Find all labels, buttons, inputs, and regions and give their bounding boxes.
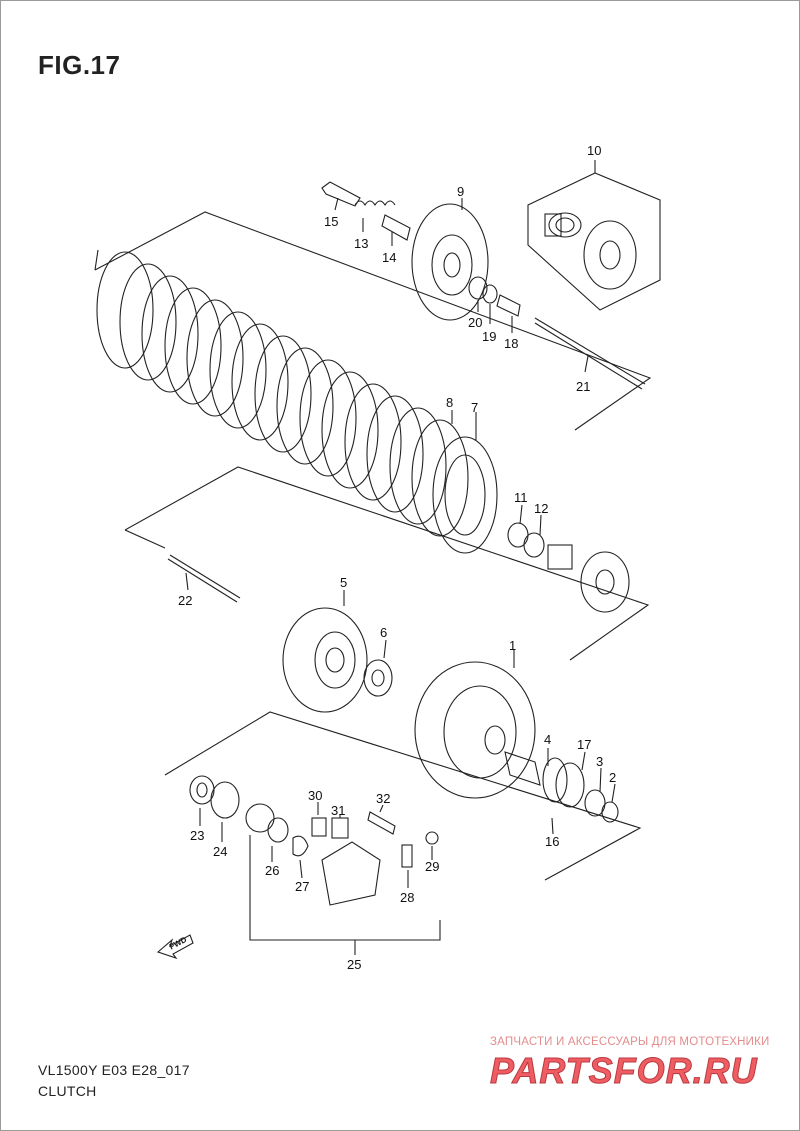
watermark-brand: PARTSFOR.RU: [490, 1050, 758, 1092]
callout: 20: [468, 315, 482, 330]
callout: 19: [482, 329, 496, 344]
pressure-plate: [411, 203, 489, 321]
callout: 18: [504, 336, 518, 351]
callout: 22: [178, 593, 192, 608]
callout: 13: [354, 236, 368, 251]
figure-title: FIG.17: [38, 50, 121, 80]
fwd-arrow-icon: [156, 934, 194, 960]
clutch-plate-stack: [96, 251, 498, 554]
callout: 16: [545, 834, 559, 849]
callout: 24: [213, 844, 227, 859]
callout-labels: 10 9 15 13 14 20 19 18 21 8 7 11 12 22 5…: [178, 143, 616, 972]
callout: 1: [509, 638, 516, 653]
callout: 15: [324, 214, 338, 229]
callout: 27: [295, 879, 309, 894]
callout: 10: [587, 143, 601, 158]
assembly-outline-lower: [164, 711, 642, 881]
callout: 12: [534, 501, 548, 516]
bracket-25: [249, 835, 441, 941]
callout: 29: [425, 859, 439, 874]
callout: 26: [265, 863, 279, 878]
callout: 4: [544, 732, 551, 747]
clutch-housing: [414, 661, 536, 799]
callout: 9: [457, 184, 464, 199]
model-code: VL1500Y E03 E28_017: [38, 1062, 190, 1078]
part-10-box: [527, 172, 661, 311]
callout: 3: [596, 754, 603, 769]
assembly-outline-upper: [94, 211, 652, 431]
callout: 14: [382, 250, 396, 265]
callout: 8: [446, 395, 453, 410]
callout: 31: [331, 803, 345, 818]
callout: 11: [514, 490, 528, 505]
callout: 21: [576, 379, 590, 394]
callout: 7: [471, 400, 478, 415]
callout: 25: [347, 957, 361, 972]
callout: 32: [376, 791, 390, 806]
callout: 2: [609, 770, 616, 785]
callout: 28: [400, 890, 414, 905]
callout: 23: [190, 828, 204, 843]
driven-gear: [282, 607, 368, 713]
section-name: CLUTCH: [38, 1083, 97, 1099]
callout: 5: [340, 575, 347, 590]
callout: 30: [308, 788, 322, 803]
callout: 17: [577, 737, 591, 752]
watermark-tagline: ЗАПЧАСТИ И АКСЕССУАРЫ ДЛЯ МОТОТЕХНИКИ: [490, 1036, 770, 1048]
callout: 6: [380, 625, 387, 640]
